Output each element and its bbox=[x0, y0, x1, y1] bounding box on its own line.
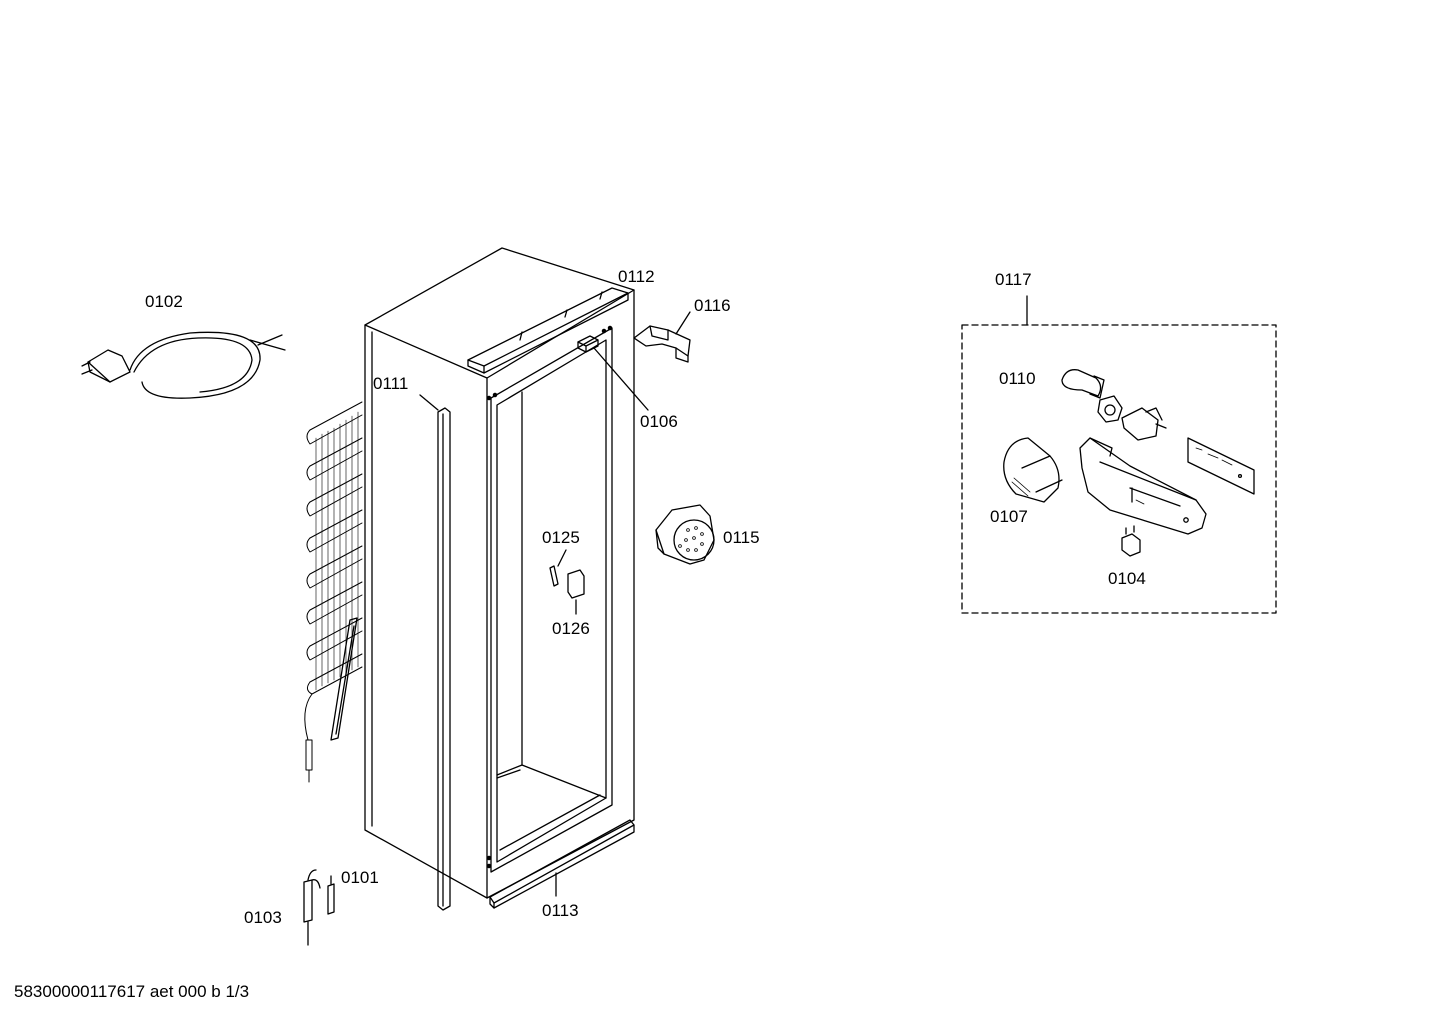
condenser-coil bbox=[304, 401, 363, 783]
callout-0106: 0106 bbox=[640, 412, 678, 431]
clip-part-0106 bbox=[577, 335, 649, 411]
cabinet-body bbox=[364, 247, 635, 899]
top-rail-part-0112 bbox=[467, 287, 629, 374]
sensor-part-0125 bbox=[549, 549, 567, 587]
control-plate bbox=[1187, 437, 1255, 495]
callout-0111: 0111 bbox=[373, 374, 409, 393]
bracket-part-0116 bbox=[633, 311, 691, 363]
callout-0125: 0125 bbox=[542, 528, 580, 547]
callout-0107: 0107 bbox=[990, 507, 1028, 526]
sensor-part-0103 bbox=[303, 869, 321, 946]
callout-0101: 0101 bbox=[341, 868, 379, 887]
callout-0112: 0112 bbox=[618, 267, 655, 286]
sensor-part-0101 bbox=[327, 875, 335, 915]
seal-strip-part-0111 bbox=[419, 394, 451, 911]
capillary-tube bbox=[330, 617, 358, 741]
fan-cover-part-0115 bbox=[655, 504, 715, 565]
lamp-cover-part-0107 bbox=[1003, 437, 1063, 503]
callout-0126: 0126 bbox=[552, 619, 590, 638]
cover-part-0126 bbox=[567, 569, 585, 615]
callout-0113: 0113 bbox=[542, 901, 579, 920]
switch-part-0104 bbox=[1121, 525, 1141, 557]
document-id: 58300000117617 aet 000 b 1/3 bbox=[14, 982, 250, 1001]
light-housing bbox=[1079, 437, 1207, 535]
power-cord-part-0102 bbox=[81, 331, 286, 399]
callout-0102: 0102 bbox=[145, 292, 183, 311]
callout-0115: 0115 bbox=[723, 528, 760, 547]
callout-0103: 0103 bbox=[244, 908, 282, 927]
callout-0104: 0104 bbox=[1108, 569, 1146, 588]
callout-0116: 0116 bbox=[694, 296, 731, 315]
lamp-part-0110 bbox=[1061, 369, 1167, 441]
callout-0110: 0110 bbox=[999, 369, 1036, 388]
assembly-group-0117 bbox=[961, 295, 1277, 614]
bottom-rail-part-0113 bbox=[489, 819, 635, 909]
callout-0117: 0117 bbox=[995, 270, 1032, 289]
